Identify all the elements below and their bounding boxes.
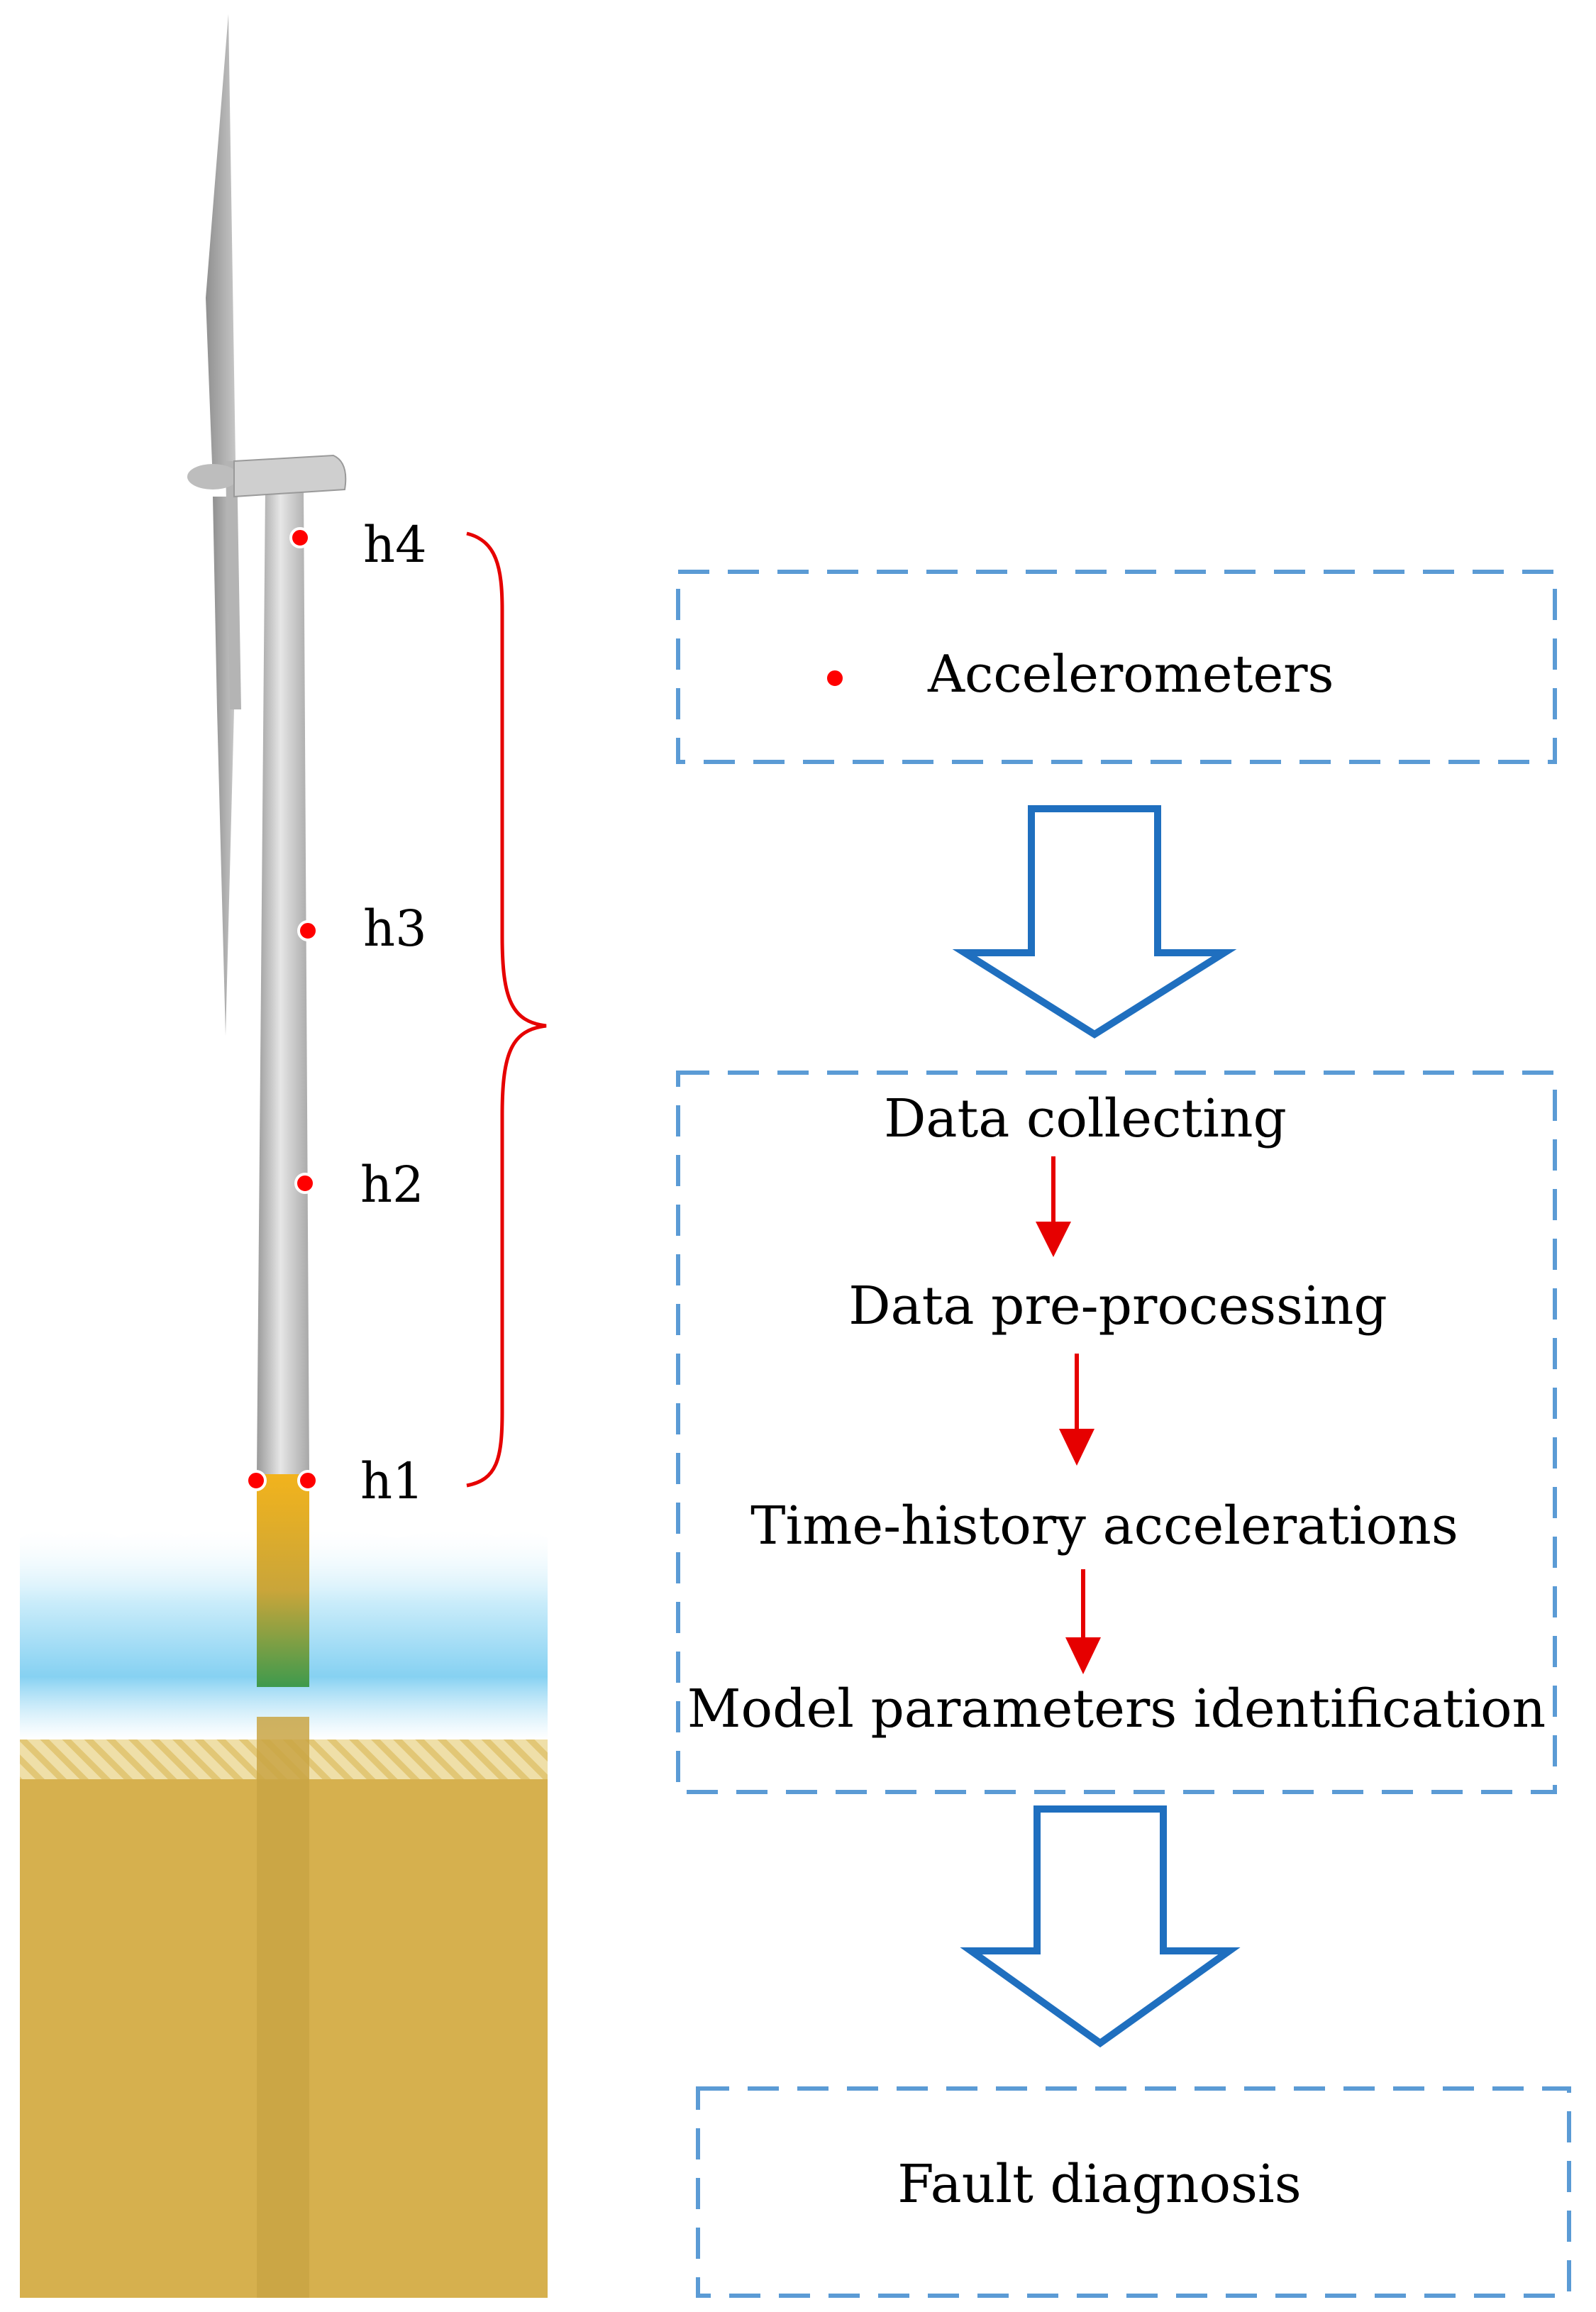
flow-arrow-1 — [1036, 1156, 1071, 1257]
result-label-fault-diagnosis: Fault diagnosis — [897, 2154, 1301, 2215]
transition-piece — [257, 1474, 309, 1687]
result-box — [696, 2086, 1571, 2298]
hollow-down-arrow-2 — [960, 1805, 1241, 2048]
hub — [187, 464, 238, 489]
sensor-group-brace — [466, 531, 547, 1488]
process-step-time-history: Time-history accelerations — [750, 1495, 1458, 1556]
turbine-illustration — [20, 14, 548, 2298]
flowchart: Accelerometers Data collecting Data pre-… — [676, 570, 1571, 2298]
process-step-data-collecting: Data collecting — [884, 1088, 1287, 1149]
sensor-dot-h1-left — [245, 1470, 267, 1491]
sensor-label-h1: h1 — [360, 1452, 424, 1510]
sensor-dot-h3 — [297, 920, 318, 941]
sensors: h4 h3 h2 h1 — [245, 516, 547, 1510]
tower — [257, 489, 309, 1474]
monopile-embedded — [257, 1717, 309, 2298]
sensor-label-h2: h2 — [360, 1156, 424, 1214]
blade-rear — [226, 461, 241, 709]
sensor-dot-h2 — [294, 1173, 316, 1194]
legend-accelerometer-icon — [824, 668, 846, 689]
sensor-dot-h1-right — [297, 1470, 318, 1491]
legend-box — [676, 570, 1557, 764]
flow-arrow-2 — [1059, 1354, 1095, 1466]
sensor-dot-h4 — [289, 527, 311, 548]
nacelle — [233, 454, 347, 498]
legend-label: Accelerometers — [927, 644, 1334, 704]
flow-arrow-3 — [1065, 1569, 1101, 1674]
sensor-label-h3: h3 — [363, 900, 427, 958]
hollow-down-arrow-1 — [952, 805, 1237, 1039]
process-box — [676, 1071, 1557, 1794]
sensor-label-h4: h4 — [363, 516, 427, 574]
process-step-data-preprocessing: Data pre-processing — [848, 1276, 1387, 1337]
blade-upper — [206, 14, 235, 482]
process-step-model-identification: Model parameters identification — [687, 1678, 1546, 1739]
